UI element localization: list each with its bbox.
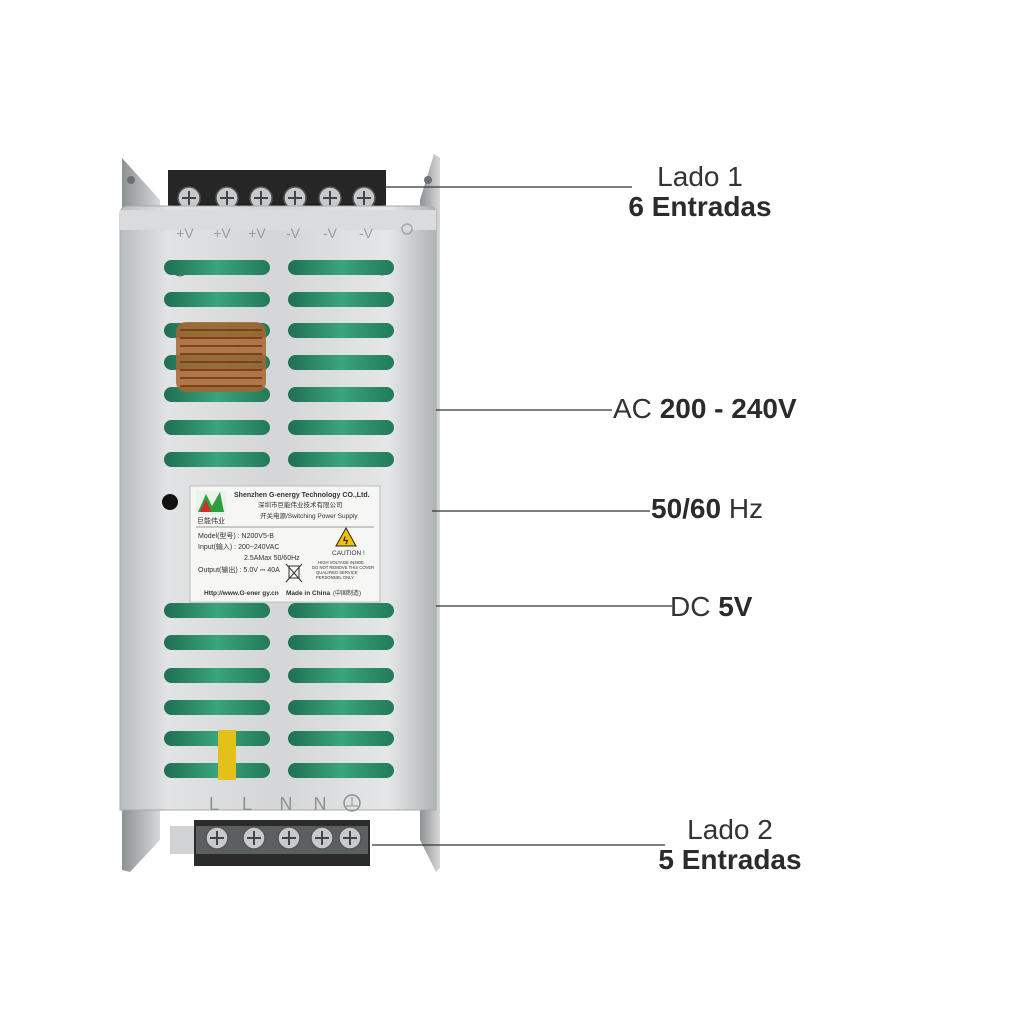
label-website: Http://www.G-ener gy.cn: [204, 590, 279, 597]
callout-ac-value: 200 - 240V: [659, 393, 797, 424]
label-product: 开关电源/Switching Power Supply: [260, 511, 358, 520]
vent-slot: [288, 763, 394, 778]
bottom-terminal-screw: [277, 826, 301, 850]
svg-text:PERSONNEL ONLY: PERSONNEL ONLY: [316, 575, 354, 580]
callout-frequency: 50/60 Hz: [651, 494, 763, 524]
bottom-terminal-symbol: N: [314, 794, 327, 814]
label-caution: CAUTION !: [332, 550, 365, 557]
warning-triangle-icon: ϟ: [335, 526, 357, 547]
top-terminal-symbol: -V: [323, 225, 338, 241]
callout-lado1-title: Lado 1: [657, 161, 743, 192]
vent-slot: [164, 260, 270, 275]
bottom-terminal-symbol: L: [242, 794, 252, 814]
top-terminal-screw: [283, 186, 307, 210]
bottom-terminal-block: [170, 820, 370, 866]
callout-lado1-inputs: 6 Entradas: [628, 191, 772, 222]
vent-slot: [288, 292, 394, 307]
brand-logo-icon: [196, 491, 226, 515]
vent-slot: [288, 452, 394, 467]
callout-hz-suffix: Hz: [728, 493, 764, 524]
callout-dc-value: 5V: [718, 591, 753, 622]
svg-text:QUALIFIED SERVICE: QUALIFIED SERVICE: [316, 570, 358, 575]
vent-slot: [288, 355, 394, 370]
vent-slot: [288, 731, 394, 746]
vent-slot: [164, 763, 270, 778]
top-terminal-screw: [215, 186, 239, 210]
vent-slot: [164, 603, 270, 618]
top-terminal-symbol: +V: [213, 225, 231, 241]
vent-slot: [288, 603, 394, 618]
label-warning-text: HIGH VOLTAGE INSIDE DO NOT REMOVE THIS C…: [312, 560, 374, 580]
callout-ac-prefix: AC: [613, 393, 652, 424]
callout-lado2: Lado 2 5 Entradas: [620, 815, 840, 875]
product-label: Shenzhen G-energy Technology CO.,Ltd. 深圳…: [189, 485, 381, 603]
vent-slot: [288, 323, 394, 338]
ground-symbol-icon: [343, 794, 361, 812]
vent-slot: [288, 260, 394, 275]
vent-slot: [288, 387, 394, 402]
callout-ac-voltage: AC 200 - 240V: [613, 394, 797, 424]
vent-slot: [164, 668, 270, 683]
bottom-terminal-symbol: L: [209, 794, 219, 814]
label-made-in: Made in China: [286, 590, 330, 597]
top-terminal-screw: [177, 186, 201, 210]
label-made-in-cn: (中国制造): [333, 589, 361, 597]
bottom-terminal-screw: [242, 826, 266, 850]
bottom-terminal-screw: [205, 826, 229, 850]
callout-lado2-title: Lado 2: [687, 814, 773, 845]
vent-slot: [164, 420, 270, 435]
label-input: Input(输入) : 200~240VAC: [198, 542, 279, 551]
vent-slot: [164, 452, 270, 467]
led-indicator-icon: [401, 223, 413, 235]
bottom-terminal-symbol: N: [280, 794, 293, 814]
vent-slot: [164, 700, 270, 715]
leader-lines: [372, 186, 672, 846]
bottom-terminal-screw: [310, 826, 334, 850]
svg-text:ϟ: ϟ: [343, 536, 349, 547]
callout-hz-value: 50/60: [651, 493, 722, 524]
svg-text:DO NOT REMOVE THIS COVER: DO NOT REMOVE THIS COVER: [312, 565, 374, 570]
top-terminal-symbol: -V: [286, 225, 301, 241]
vent-slot: [288, 635, 394, 650]
weee-bin-icon: [285, 563, 303, 583]
top-terminal-screw: [318, 186, 342, 210]
bottom-terminal-screw: [338, 826, 362, 850]
callout-dc-voltage: DC 5V: [670, 592, 752, 622]
callout-lado1: Lado 1 6 Entradas: [600, 162, 800, 222]
inductor-coil: [176, 322, 266, 392]
vent-slot: [164, 635, 270, 650]
vent-slot: [288, 668, 394, 683]
label-company: Shenzhen G-energy Technology CO.,Ltd.: [234, 492, 370, 499]
vent-slot: [164, 731, 270, 746]
label-model: Model(型号) : N200V5-B: [198, 531, 274, 540]
vent-slot: [288, 420, 394, 435]
vent-slot: [288, 700, 394, 715]
top-terminal-symbol: -V: [359, 225, 374, 241]
label-brand-cn: 巨能伟业: [197, 516, 225, 525]
svg-text:HIGH VOLTAGE INSIDE: HIGH VOLTAGE INSIDE: [318, 560, 364, 565]
label-output: Output(输出) : 5.0V ⎓ 40A: [198, 565, 280, 574]
callout-dc-prefix: DC: [670, 591, 711, 622]
top-terminal-symbol: +V: [176, 225, 194, 241]
yellow-capacitor: [218, 730, 236, 780]
vent-slot: [164, 292, 270, 307]
callout-lado2-inputs: 5 Entradas: [658, 844, 802, 875]
top-terminal-symbol: +V: [248, 225, 266, 241]
label-company-cn: 深圳市巨能伟业技术有限公司: [258, 500, 343, 509]
label-input-current: 2.5AMax 50/60Hz: [244, 555, 300, 562]
